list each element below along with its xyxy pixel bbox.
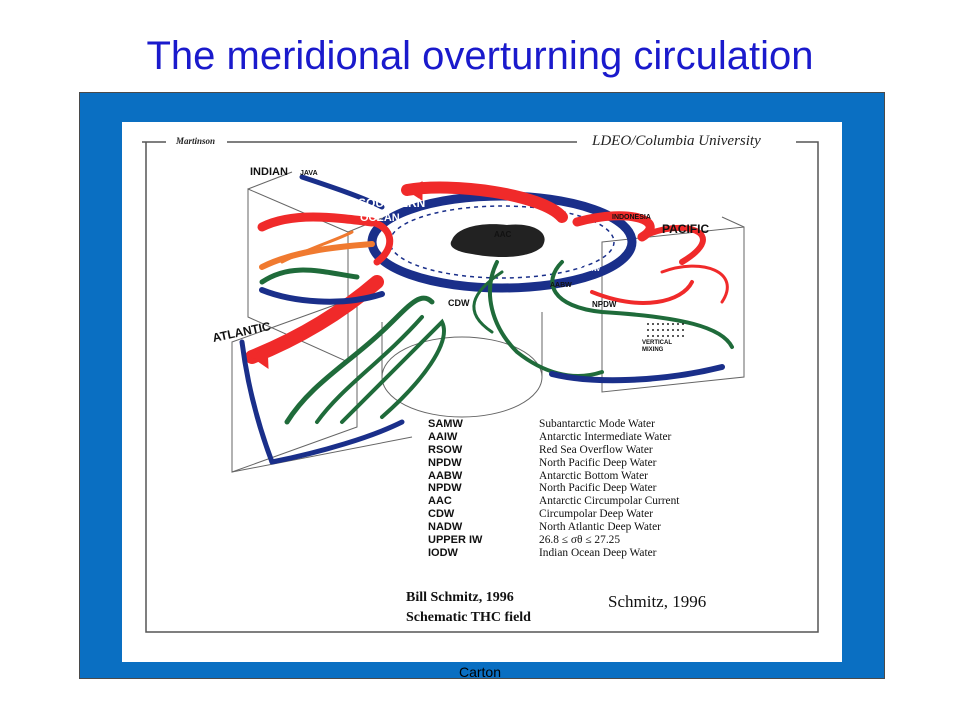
legend-row: AAIW Antarctic Intermediate Water [428, 431, 758, 444]
legend-abbreviation: AABW [428, 469, 463, 482]
figure-institution: LDEO/Columbia University [592, 133, 761, 149]
legend-definition: Antarctic Intermediate Water [539, 430, 672, 443]
legend-definition: North Atlantic Deep Water [539, 521, 661, 534]
intermediate-flow-paths [259, 230, 375, 270]
central-cylinder [381, 312, 543, 418]
label-vertical-mixing: VERTICAL MIXING [642, 340, 672, 353]
legend-abbreviation: RSOW [428, 443, 463, 456]
label-southern: SOUTHERN [358, 196, 426, 210]
credit-description: Schematic THC field [406, 610, 531, 625]
label-samw: SAMW [578, 266, 601, 273]
circulation-figure: Martinson LDEO/Columbia University INDIA… [122, 122, 842, 662]
legend-definition: Indian Ocean Deep Water [539, 546, 657, 559]
legend-definition: Antarctic Bottom Water [539, 469, 648, 482]
legend-definition: Antarctic Circumpolar Current [539, 495, 680, 508]
label-aabw: AABW [550, 282, 572, 289]
figure-author: Martinson [176, 136, 216, 146]
legend-row: NPDW North Pacific Deep Water [428, 482, 758, 495]
legend-abbreviation: NPDW [428, 456, 462, 469]
legend-abbreviation: AAC [428, 495, 452, 508]
slide-title: The meridional overturning circulation [146, 34, 814, 78]
vertical-mixing-marks [647, 323, 687, 337]
legend-row: UPPER IW 26.8 ≤ σθ ≤ 27.25 [428, 534, 758, 547]
legend-row: AAC Antarctic Circumpolar Current [428, 495, 758, 508]
credit-citation: Schmitz, 1996 [608, 592, 707, 611]
legend-abbreviation: UPPER IW [428, 534, 483, 547]
antarctica-landmass [450, 224, 545, 258]
figure-border [142, 141, 819, 633]
label-indian: INDIAN [250, 166, 288, 178]
label-indonesia: INDONESIA [612, 214, 651, 221]
legend-abbreviation: SAMW [428, 418, 463, 430]
legend-definition: Subantarctic Mode Water [539, 418, 655, 430]
legend-abbreviation: NPDW [428, 482, 462, 495]
label-npdw: NPDW [592, 300, 617, 309]
atlantic-basin-box [231, 296, 413, 473]
legend-definition: North Pacific Deep Water [539, 482, 657, 495]
upper-flow-paths [245, 181, 729, 369]
footer-credit: Carton [458, 664, 502, 680]
label-java: JAVA [300, 170, 318, 177]
label-cdw: CDW [448, 298, 470, 308]
circulation-diagram [142, 141, 819, 633]
legend-row: AABW Antarctic Bottom Water [428, 470, 758, 483]
label-pacific: PACIFIC [662, 222, 710, 236]
legend-abbreviation: AAIW [428, 430, 458, 443]
legend-row: NPDW North Pacific Deep Water [428, 457, 758, 470]
legend-row: NADW North Atlantic Deep Water [428, 521, 758, 534]
legend-definition: 26.8 ≤ σθ ≤ 27.25 [539, 534, 621, 547]
legend-definition: North Pacific Deep Water [539, 456, 657, 469]
legend-definition: Circumpolar Deep Water [539, 508, 653, 521]
legend-definition: Red Sea Overflow Water [539, 443, 653, 456]
legend-abbreviation: CDW [428, 508, 455, 521]
legend-abbreviation: IODW [428, 546, 458, 559]
bottom-flow-paths [239, 174, 725, 465]
label-ocean: OCEAN [360, 212, 400, 224]
label-aac: AAC [494, 230, 512, 239]
legend-row: IODW Indian Ocean Deep Water [428, 547, 758, 560]
legend-row: SAMW Subantarctic Mode Water [428, 418, 758, 431]
legend-abbreviation: NADW [428, 521, 463, 534]
label-nadw: NADW [298, 286, 320, 293]
legend-row: RSOW Red Sea Overflow Water [428, 444, 758, 457]
legend-row: CDW Circumpolar Deep Water [428, 508, 758, 521]
credit-author: Bill Schmitz, 1996 [406, 590, 514, 605]
